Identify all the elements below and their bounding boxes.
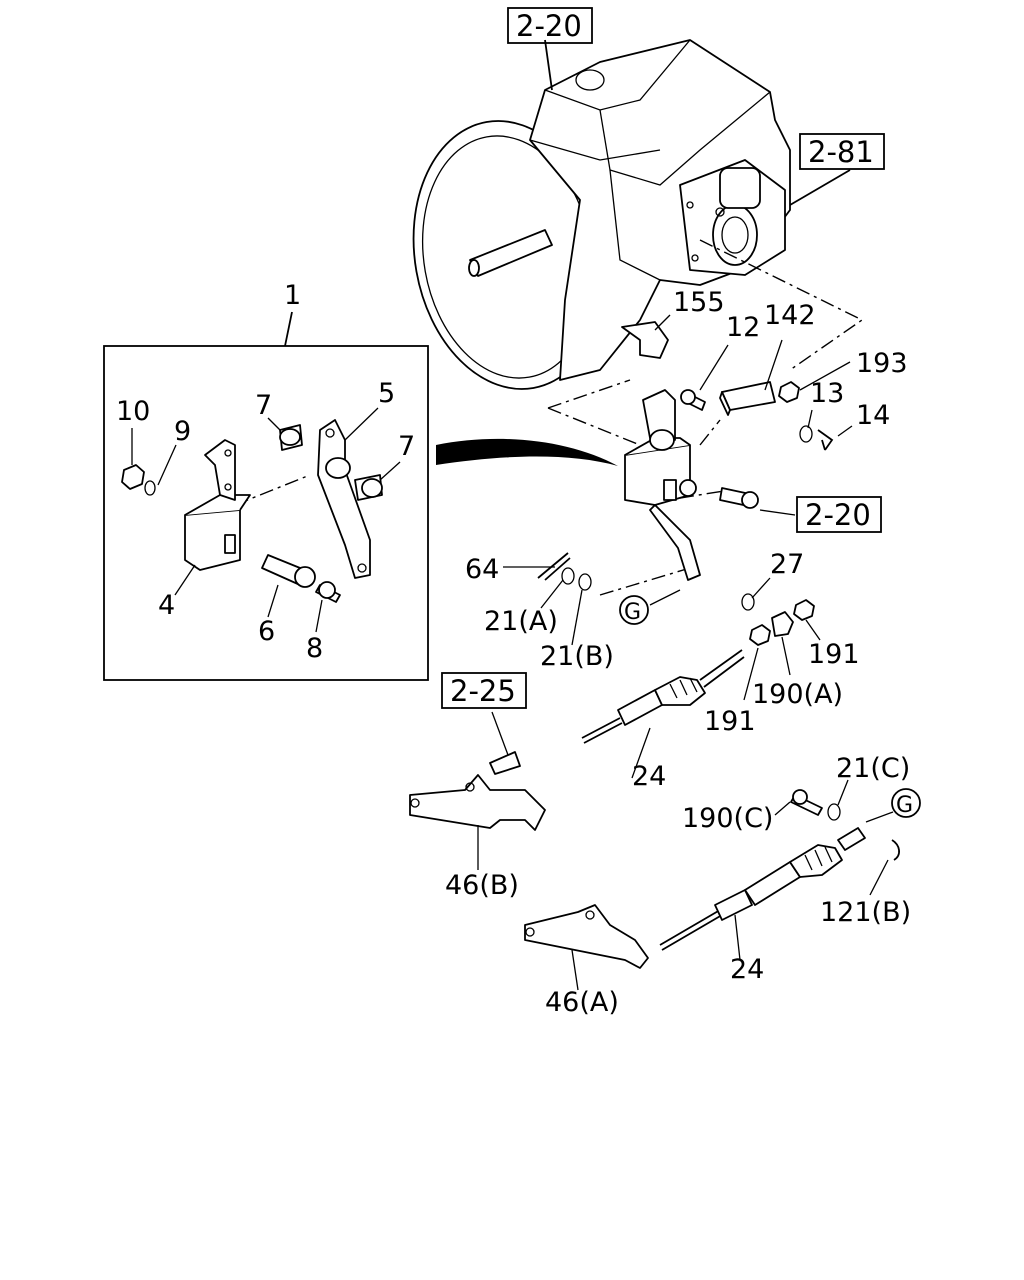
callout-21b[interactable]: 21(B): [540, 641, 614, 672]
callout-10[interactable]: 10: [116, 396, 150, 427]
bracket-46b: [409, 711, 546, 870]
callout-64[interactable]: 64: [465, 554, 499, 585]
callout-24[interactable]: 24: [632, 761, 666, 792]
callout-46b[interactable]: 46(B): [445, 870, 519, 901]
callout-8[interactable]: 8: [306, 633, 323, 664]
callout-27[interactable]: 27: [770, 549, 804, 580]
callout-7[interactable]: 7: [398, 431, 415, 462]
ref-label: 2-20: [516, 9, 582, 43]
shift-cable-upper: [581, 649, 745, 779]
ref-box-2-81[interactable]: 2-81: [799, 133, 885, 170]
ref-box-2-20-top[interactable]: 2-20: [507, 7, 593, 44]
callout-190c[interactable]: 190(C): [682, 803, 773, 834]
ref-label: 2-20: [805, 498, 871, 532]
connection-marker-g[interactable]: G: [619, 595, 649, 625]
callout-24[interactable]: 24: [730, 954, 764, 985]
callout-191[interactable]: 191: [808, 639, 860, 670]
callout-5[interactable]: 5: [378, 378, 395, 409]
detail-arrow-icon: [436, 438, 618, 466]
callout-21a[interactable]: 21(A): [484, 606, 558, 637]
callout-155[interactable]: 155: [673, 287, 725, 318]
callout-191[interactable]: 191: [704, 706, 756, 737]
callout-142[interactable]: 142: [764, 300, 816, 331]
ref-box-2-20-right[interactable]: 2-20: [796, 496, 882, 533]
ref-box-2-25[interactable]: 2-25: [441, 672, 527, 709]
ref-label: 2-25: [450, 674, 516, 708]
connection-marker-g[interactable]: G: [891, 788, 921, 818]
detail-inset: [103, 311, 429, 681]
bracket-46a: [524, 904, 649, 991]
callout-13[interactable]: 13: [810, 378, 844, 409]
callout-121b[interactable]: 121(B): [820, 897, 911, 928]
callout-14[interactable]: 14: [856, 400, 890, 431]
transmission-assembly: [412, 39, 851, 390]
callout-1[interactable]: 1: [284, 280, 301, 311]
callout-190a[interactable]: 190(A): [752, 679, 843, 710]
shift-bracket-assembly: [503, 314, 853, 701]
marker-label: G: [624, 600, 641, 625]
callout-labels: 1 5 7 7 9 10 4 6 8 155 12 142 193 13 14 …: [116, 280, 911, 1018]
callout-21c[interactable]: 21(C): [836, 753, 910, 784]
callout-9[interactable]: 9: [174, 416, 191, 447]
marker-label: G: [896, 793, 913, 818]
shift-cable-lower: [659, 779, 900, 961]
ref-label: 2-81: [808, 135, 874, 169]
callout-4[interactable]: 4: [158, 590, 175, 621]
callout-193[interactable]: 193: [856, 348, 908, 379]
callout-46a[interactable]: 46(A): [545, 987, 619, 1018]
callout-7[interactable]: 7: [255, 390, 272, 421]
callout-12[interactable]: 12: [726, 312, 760, 343]
callout-6[interactable]: 6: [258, 616, 275, 647]
